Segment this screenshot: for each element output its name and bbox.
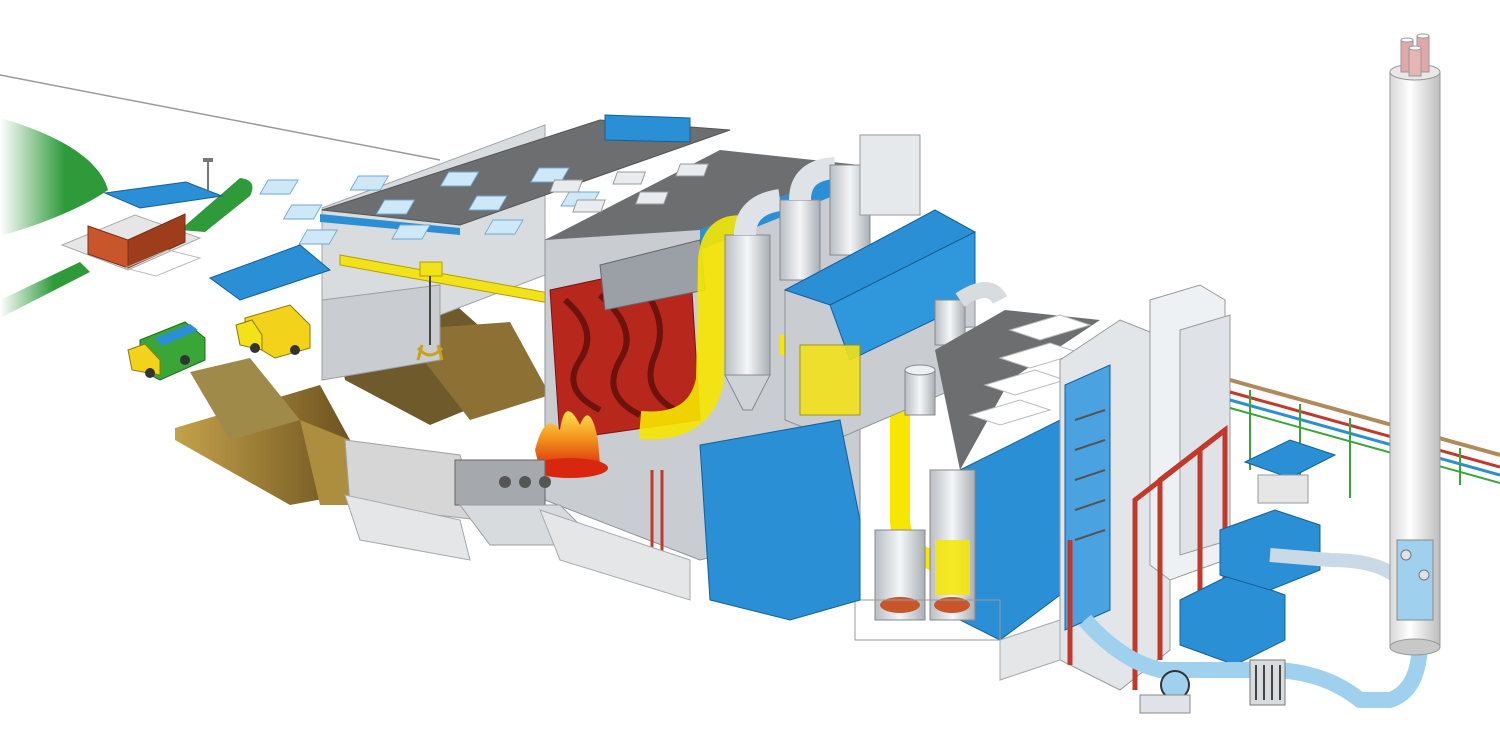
stack-duct — [1078, 548, 1428, 714]
furnace-fire — [532, 411, 608, 478]
scrubber-units — [854, 469, 1001, 641]
waste-bunker — [175, 300, 550, 521]
crane-grab-icon — [416, 344, 444, 361]
turbine-hall — [935, 310, 1100, 641]
boiler-tubes — [549, 239, 706, 441]
chimney-stack-icon — [1389, 33, 1441, 656]
roof-container — [604, 114, 691, 143]
foundation-slabs — [344, 494, 1061, 681]
gatehouse-building — [60, 158, 224, 277]
filter-modules — [1179, 509, 1321, 666]
garbage-truck-icon — [235, 304, 311, 359]
landscape-grass — [0, 118, 253, 318]
site-boundary-line — [0, 74, 441, 161]
tipping-hall — [208, 119, 731, 381]
control-building — [699, 419, 861, 621]
cyclone-separator-icon — [724, 134, 921, 411]
roof-skylights — [259, 167, 600, 245]
garbage-truck-icon — [127, 321, 206, 381]
flue-gas-cleaning — [1059, 284, 1231, 691]
pipe-rack — [1229, 378, 1500, 504]
